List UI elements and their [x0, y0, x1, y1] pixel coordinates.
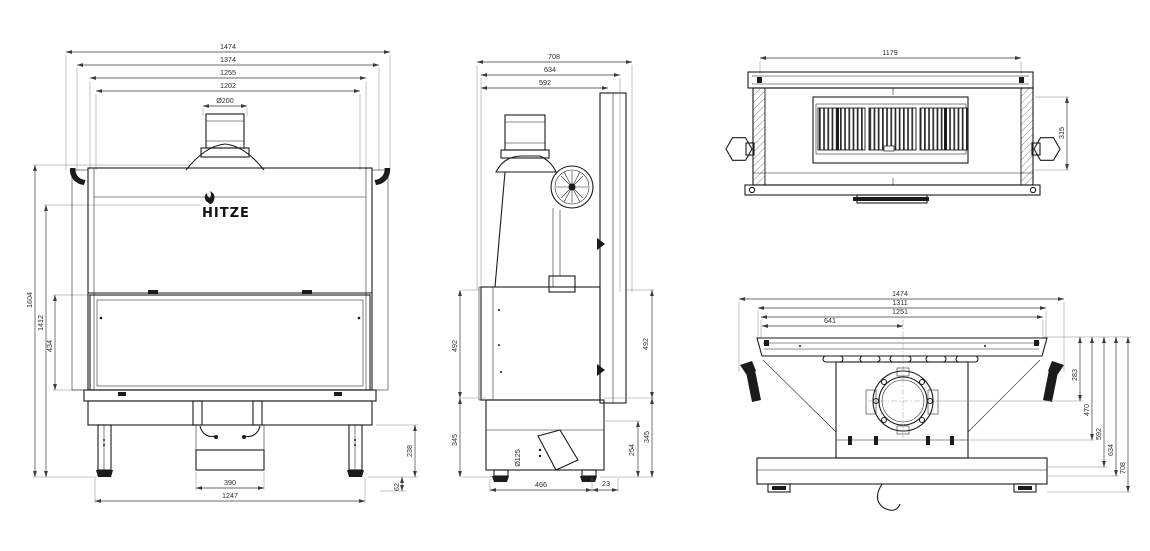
top-view: 1179	[725, 48, 1069, 204]
top-width: 1179	[882, 48, 897, 57]
rear-flue-collar	[865, 366, 939, 438]
side-rear-lower-height: 254	[627, 444, 636, 456]
side-upper-height-left: 492	[450, 340, 459, 352]
rear-view: 1474 1311 1251 641	[738, 289, 1131, 511]
front-view: 1474 1374 1255 1202 Ø200 1604 1412 434	[25, 42, 418, 503]
front-width-3: 1255	[220, 68, 236, 77]
side-rear-offset: 23	[602, 479, 610, 488]
right-wall-hatch	[1020, 87, 1034, 186]
rear-width-total: 1474	[892, 289, 908, 298]
rear-height-1: 283	[1070, 369, 1079, 381]
rear-height-4: 634	[1106, 444, 1115, 456]
right-hex-knob	[1033, 137, 1061, 161]
front-right-bracket	[374, 168, 391, 185]
side-depth-total: 708	[548, 52, 560, 61]
top-grate	[812, 96, 969, 164]
side-depth-3: 592	[539, 78, 551, 87]
rear-width-3: 1251	[892, 307, 908, 316]
side-upper-height-right: 492	[641, 338, 650, 350]
front-width-2: 1374	[220, 55, 236, 64]
side-lower-height-left: 345	[450, 434, 459, 446]
front-width-total: 1474	[220, 42, 236, 51]
side-view: 708 634 592	[450, 52, 654, 492]
flame-icon	[204, 191, 215, 204]
side-base-depth: 466	[535, 480, 547, 489]
front-drawer-width: 390	[224, 478, 236, 487]
side-lower-height-right: 345	[642, 431, 651, 443]
front-base-height: 238	[405, 445, 414, 457]
left-hex-knob	[725, 137, 753, 161]
rear-center-offset: 641	[824, 316, 836, 325]
rear-width-2: 1311	[892, 298, 907, 307]
front-flue-diameter: Ø200	[216, 96, 234, 105]
rear-handle-hook	[876, 483, 901, 511]
front-base-width: 1247	[222, 491, 238, 500]
side-depth-2: 634	[544, 65, 556, 74]
front-foot-height: 62	[392, 483, 401, 491]
left-latch-hook	[740, 361, 761, 402]
front-height-total: 1604	[25, 292, 34, 308]
damper-wheel-icon	[550, 165, 594, 209]
front-left-bracket	[69, 168, 86, 185]
rear-height-5: 708	[1118, 462, 1127, 474]
brand-logo: HITZE	[202, 191, 250, 221]
front-width-4: 1202	[220, 81, 236, 90]
front-glass-height: 434	[45, 340, 54, 352]
top-depth: 315	[1057, 127, 1066, 139]
front-height-2: 1412	[36, 315, 45, 331]
rear-height-2: 470	[1082, 404, 1091, 416]
brand-logo-text: HITZE	[202, 206, 250, 221]
side-air-intake-diameter: Ø125	[513, 449, 522, 467]
left-wall-hatch	[752, 87, 766, 186]
right-latch-hook	[1043, 361, 1064, 402]
rear-height-3: 592	[1094, 428, 1103, 440]
